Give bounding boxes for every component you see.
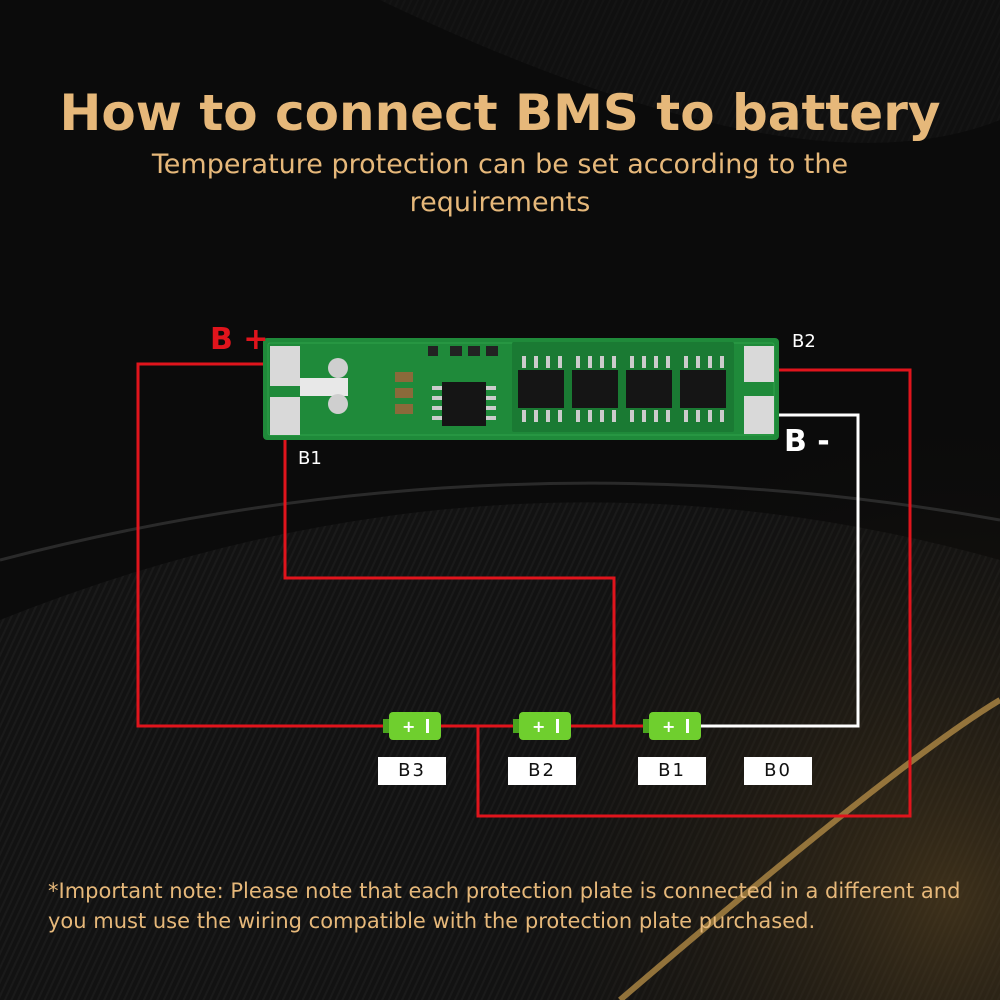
pad-b1-label: B1 xyxy=(298,448,322,469)
wire-b1 xyxy=(283,430,616,726)
pad-b2 xyxy=(744,346,774,382)
wire-b2-pad xyxy=(476,368,912,818)
wire-b-plus xyxy=(136,362,385,728)
bms-board xyxy=(263,338,779,440)
pad-b-plus xyxy=(270,346,300,386)
b-minus-label: B - xyxy=(784,424,830,459)
important-note: *Important note: Please note that each p… xyxy=(48,879,961,933)
pad-b1 xyxy=(270,397,300,435)
pad-b2-label: B2 xyxy=(792,331,816,352)
page-subtitle: Temperature protection can be set accord… xyxy=(151,149,849,218)
svg-text:+: + xyxy=(532,717,545,736)
svg-text:+: + xyxy=(662,717,675,736)
svg-text:+: + xyxy=(402,717,415,736)
b-plus-label: B + xyxy=(210,322,269,357)
cell-label-b3: B3 xyxy=(378,757,446,785)
battery-cell-b3: + xyxy=(383,712,441,740)
cell-label-b2: B2 xyxy=(508,757,576,785)
pad-b-minus xyxy=(744,396,774,434)
battery-cell-b2: + xyxy=(513,712,571,740)
page-title: How to connect BMS to battery xyxy=(59,84,941,142)
battery-cell-b1: + xyxy=(643,712,701,740)
cell-label-b1: B1 xyxy=(638,757,706,785)
cell-label-b0: B0 xyxy=(744,757,812,785)
wire-b-minus xyxy=(700,413,860,728)
